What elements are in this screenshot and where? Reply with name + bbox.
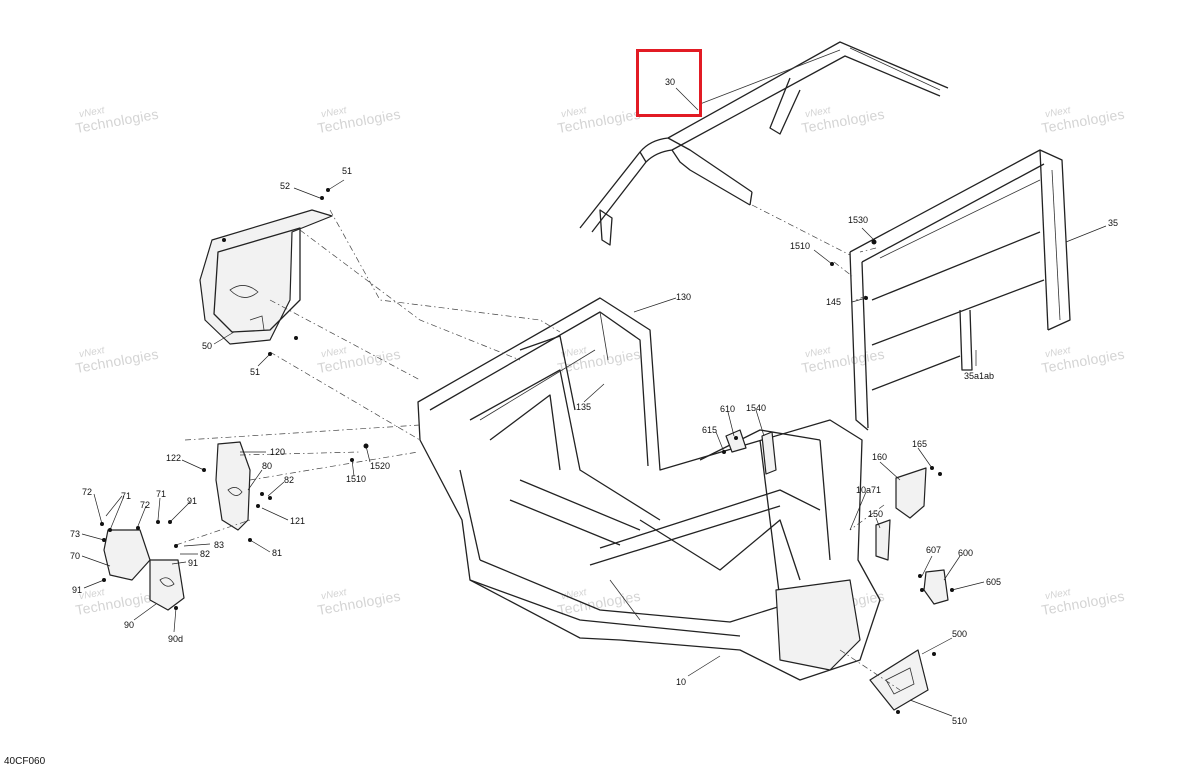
callout-500[interactable]: 500 (952, 629, 968, 639)
callout-165[interactable]: 165 (912, 439, 928, 449)
callout-121[interactable]: 121 (290, 516, 306, 526)
callout-30[interactable]: 30 (665, 77, 676, 87)
callout-1520[interactable]: 1520 (370, 461, 391, 471)
callout-91[interactable]: 91 (187, 496, 198, 506)
callout-91[interactable]: 91 (188, 558, 199, 568)
small-parts (725, 429, 949, 711)
callout-605[interactable]: 605 (986, 577, 1002, 587)
rear-cage (849, 149, 1071, 431)
callout-35a1ab[interactable]: 35a1ab (964, 371, 995, 381)
highlight-box[interactable] (636, 49, 702, 117)
callout-607[interactable]: 607 (926, 545, 942, 555)
front-bracket (199, 209, 333, 345)
callout-10[interactable]: 10 (676, 677, 687, 687)
callout-91[interactable]: 91 (72, 585, 83, 595)
callout-73[interactable]: 73 (70, 529, 81, 539)
callout-90[interactable]: 90 (124, 620, 135, 630)
callout-51[interactable]: 51 (250, 367, 261, 377)
callout-150[interactable]: 150 (868, 509, 884, 519)
callout-1540[interactable]: 1540 (746, 403, 767, 413)
callout-610[interactable]: 610 (720, 404, 736, 414)
callout-120[interactable]: 120 (270, 447, 286, 457)
diagram-code: 40CF060 (4, 756, 46, 767)
callout-72[interactable]: 72 (140, 500, 151, 510)
leader-lines (81, 87, 1107, 717)
callout-72[interactable]: 72 (82, 487, 93, 497)
callout-615[interactable]: 615 (702, 425, 718, 435)
alignment-lines (175, 209, 901, 691)
callout-35[interactable]: 35 (1108, 218, 1119, 228)
callout-71[interactable]: 71 (121, 491, 132, 501)
mount-brackets (103, 441, 251, 611)
callout-80[interactable]: 80 (262, 461, 273, 471)
callout-52[interactable]: 52 (280, 181, 291, 191)
callout-10a71[interactable]: 10a71 (856, 485, 882, 495)
callout-135[interactable]: 135 (576, 402, 592, 412)
callout-1510[interactable]: 1510 (790, 241, 811, 251)
callout-510[interactable]: 510 (952, 716, 968, 726)
callout-81[interactable]: 81 (272, 548, 283, 558)
callout-600[interactable]: 600 (958, 548, 974, 558)
callout-160[interactable]: 160 (872, 452, 888, 462)
main-frame (417, 297, 881, 681)
callout-122[interactable]: 122 (166, 453, 182, 463)
roof-cage (579, 41, 949, 256)
callout-1510[interactable]: 1510 (346, 474, 367, 484)
callout-90d[interactable]: 90d (168, 634, 184, 644)
callout-1530[interactable]: 1530 (848, 215, 869, 225)
callout-130[interactable]: 130 (676, 292, 692, 302)
callout-82[interactable]: 82 (200, 549, 211, 559)
callout-50[interactable]: 50 (202, 341, 213, 351)
callout-83[interactable]: 83 (214, 540, 225, 550)
callout-70[interactable]: 70 (70, 551, 81, 561)
callout-71[interactable]: 71 (156, 489, 167, 499)
callout-145[interactable]: 145 (826, 297, 842, 307)
callout-82[interactable]: 82 (284, 475, 295, 485)
callout-51[interactable]: 51 (342, 166, 353, 176)
